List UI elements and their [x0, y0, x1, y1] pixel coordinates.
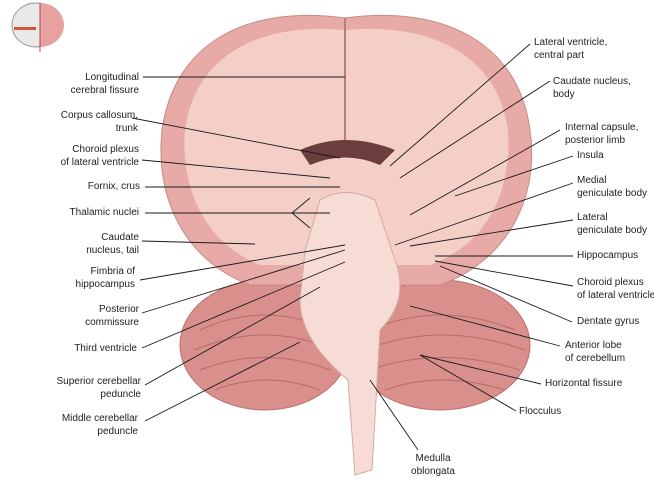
label-caudate-nucleus-body: Caudate nucleus,body [553, 76, 631, 100]
label-thalamic-nuclei: Thalamic nuclei [69, 207, 139, 218]
label-internal-capsule-posterior-limb: Internal capsule,posterior limb [565, 122, 639, 146]
label-lateral-ventricle-central-part: Lateral ventricle,central part [534, 37, 608, 61]
orientation-thumbnail [11, 2, 64, 52]
label-fornix-crus: Fornix, crus [87, 181, 140, 192]
leader-lines [131, 43, 574, 451]
label-third-ventricle: Third ventricle [74, 343, 137, 354]
label-dentate-gyrus: Dentate gyrus [577, 316, 640, 327]
label-flocculus: Flocculus [519, 406, 562, 417]
brainstem [299, 192, 401, 476]
cerebrum [160, 14, 533, 286]
label-corpus-callosum-trunk: Corpus callosum,trunk [60, 110, 138, 134]
label-horizontal-fissure: Horizontal fissure [545, 378, 623, 389]
label-hippocampus: Hippocampus [577, 250, 639, 261]
label-insula: Insula [577, 150, 604, 161]
